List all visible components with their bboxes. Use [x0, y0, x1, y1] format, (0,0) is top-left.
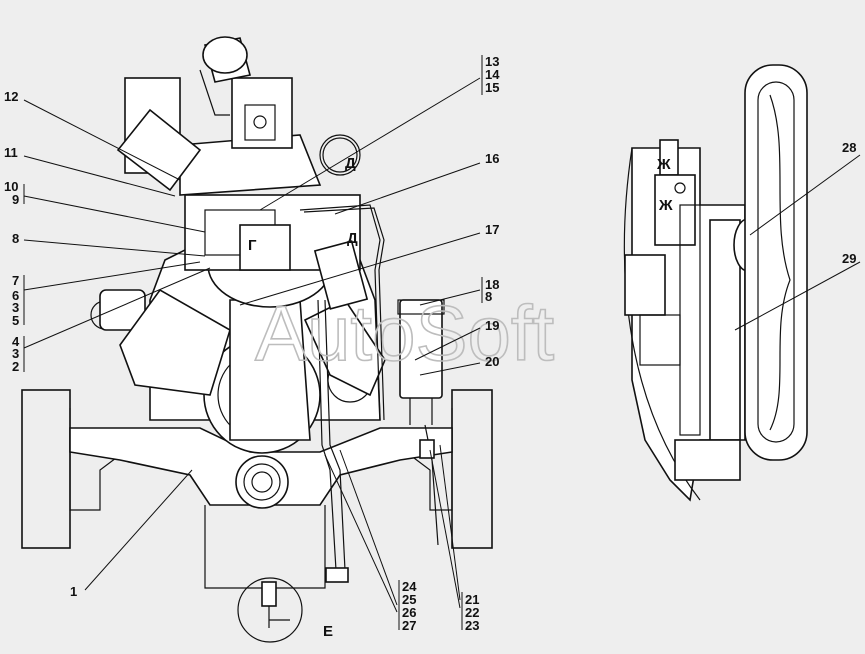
callout-17: 17	[485, 222, 499, 237]
callout-3: 3	[12, 346, 19, 361]
view-label-e: Е	[323, 623, 333, 640]
cooling-fan-side	[744, 64, 808, 461]
leader-21-23a	[439, 444, 461, 601]
air-filter-cover	[244, 104, 276, 141]
leader-9-10	[23, 195, 206, 233]
leader-8	[23, 239, 206, 257]
hose-clamp-d-inner	[322, 137, 358, 173]
detail-e-circle	[237, 577, 303, 643]
fuel-filter-head	[397, 299, 445, 315]
callout-26: 26	[402, 605, 416, 620]
callout-5: 5	[12, 313, 19, 328]
callout-27: 27	[402, 618, 416, 633]
callout-22: 22	[465, 605, 479, 620]
callout-14: 14	[485, 67, 500, 82]
detail-e-handle	[268, 606, 290, 628]
leader-28	[749, 154, 861, 236]
callout-7: 7	[12, 273, 19, 288]
side-view-module	[624, 254, 666, 316]
right-mount-outline	[409, 408, 453, 511]
side-view-shaft	[679, 204, 701, 436]
leader-18	[419, 289, 481, 306]
drain-fitting	[325, 567, 349, 583]
side-view-plug	[674, 182, 686, 194]
callout-10: 10	[4, 179, 18, 194]
callout-13: 13	[485, 54, 499, 69]
leader-24-27b	[324, 454, 398, 613]
fuel-filter-mount	[409, 398, 433, 425]
callout-23: 23	[465, 618, 479, 633]
crankshaft-pulley-inner	[243, 463, 281, 501]
air-intake-elbow	[116, 108, 202, 192]
view-label-zh-upper: Ж	[656, 156, 671, 173]
callout-29: 29	[842, 251, 856, 266]
callout-28: 28	[842, 140, 856, 155]
callout-2: 2	[12, 359, 19, 374]
left-mount-outline	[69, 408, 121, 511]
view-g-bracket	[239, 224, 291, 271]
callout-19: 19	[485, 318, 499, 333]
callout-16: 16	[485, 151, 499, 166]
callout-20: 20	[485, 354, 499, 369]
crankshaft-hub	[251, 471, 273, 493]
view-label-g: Г	[248, 237, 257, 254]
oil-pan-outline	[204, 505, 326, 589]
fuel-pipe-right	[299, 204, 381, 421]
leader-13-15	[259, 77, 481, 211]
hose-clamp-d	[319, 134, 361, 176]
engine-front-view	[21, 36, 493, 643]
leader-1	[84, 469, 193, 591]
leader-16	[334, 162, 481, 215]
leader-11	[23, 155, 176, 197]
view-label-d-upper: Д	[345, 155, 356, 172]
right-support-block	[451, 389, 493, 549]
drain-line-a	[324, 299, 346, 571]
leader-12	[23, 99, 181, 181]
callout-25: 25	[402, 592, 416, 607]
fan-blade-left	[119, 288, 231, 396]
callout-21: 21	[465, 592, 479, 607]
leader-5-7	[23, 261, 201, 291]
cooling-fan-blade-curve	[769, 94, 791, 431]
left-support-block	[21, 389, 71, 549]
engine-side-view	[623, 64, 808, 502]
callout-numbers: 12 11 10 9 8 7 6 3 5 4 3 2 13 14 15 16 1…	[4, 54, 856, 633]
leader-24-27a	[339, 449, 398, 606]
callout-12: 12	[4, 89, 18, 104]
callout-18: 18	[485, 277, 499, 292]
side-view-curve	[623, 147, 701, 501]
detail-e-valve	[261, 581, 277, 607]
leader-lines	[23, 55, 861, 630]
side-view-base	[674, 439, 741, 481]
callout-3-upper: 3	[12, 300, 19, 315]
view-label-zh-lower: Ж	[658, 197, 673, 214]
oil-line-clip	[419, 439, 435, 459]
callout-15: 15	[485, 80, 499, 95]
air-filter-bolt	[253, 115, 267, 129]
callout-6: 6	[12, 288, 19, 303]
leader-19	[414, 327, 481, 361]
leader-17	[239, 232, 481, 306]
view-letters: Г Д Д Ж Ж Е	[248, 155, 673, 640]
air-filter-housing	[231, 77, 293, 149]
exhaust-bend	[199, 69, 230, 116]
fuel-pipe-right-2	[303, 207, 385, 421]
leader-29	[734, 261, 861, 331]
callout-8-right: 8	[485, 289, 492, 304]
callout-24: 24	[402, 579, 417, 594]
callout-11: 11	[4, 145, 18, 160]
view-label-d-lower: Д	[347, 230, 358, 247]
callout-1: 1	[70, 584, 77, 599]
leader-2-4	[23, 267, 211, 349]
watermark-text: AutoSoft	[255, 289, 555, 377]
leader-21-23b	[429, 449, 461, 609]
callout-9: 9	[12, 192, 19, 207]
callout-4: 4	[12, 334, 20, 349]
leader-20	[419, 362, 481, 376]
callout-8-left: 8	[12, 231, 19, 246]
exhaust-outlet-flange	[202, 36, 248, 74]
cooling-fan-blade-inner	[757, 81, 795, 443]
